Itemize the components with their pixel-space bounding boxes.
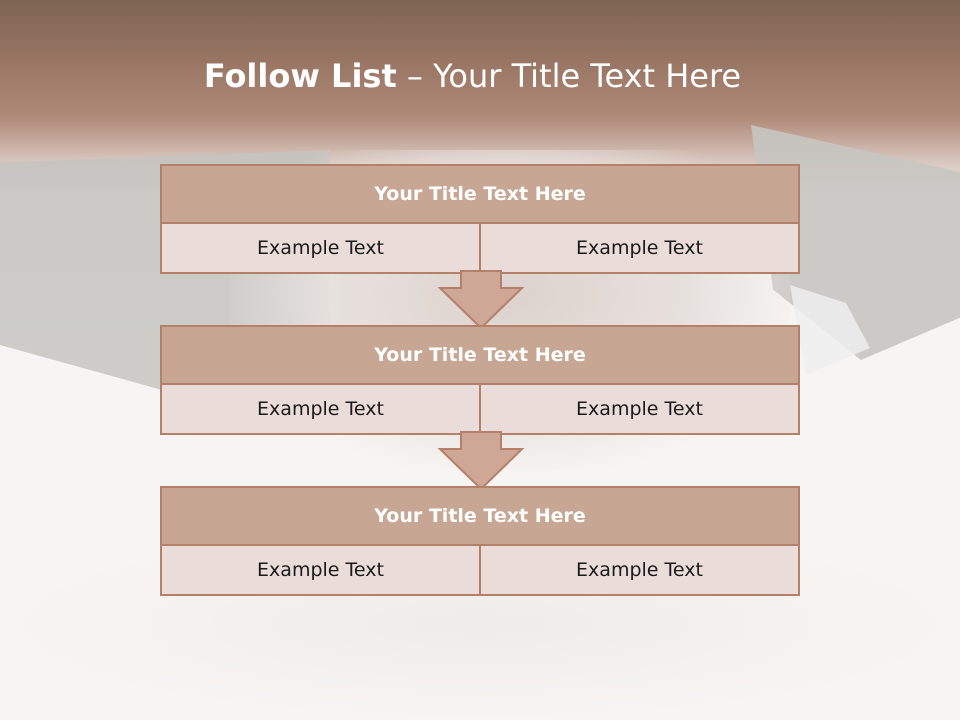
step-title-3: Your Title Text Here — [162, 488, 798, 546]
step-1-right-text: Example Text — [479, 224, 798, 272]
step-2-left-text: Example Text — [257, 398, 384, 420]
step-title-1: Your Title Text Here — [162, 166, 798, 224]
down-arrow-icon — [438, 270, 524, 330]
step-row-1: Example Text Example Text — [162, 224, 798, 272]
step-3-right-text: Example Text — [479, 546, 798, 594]
step-box-2: Your Title Text Here Example Text Exampl… — [160, 325, 800, 435]
step-2-right-text: Example Text — [479, 385, 798, 433]
step-box-3: Your Title Text Here Example Text Exampl… — [160, 486, 800, 596]
step-box-1: Your Title Text Here Example Text Exampl… — [160, 164, 800, 274]
slide-title-bold: Follow List — [203, 57, 397, 95]
down-arrow-icon — [438, 431, 524, 491]
step-1-left-text: Example Text — [257, 237, 384, 259]
slide-title: Follow List – Your Title Text Here — [0, 55, 945, 97]
step-row-3: Example Text Example Text — [162, 546, 798, 594]
step-3-left-text: Example Text — [257, 559, 384, 581]
slide-title-rest: – Your Title Text Here — [396, 57, 742, 95]
step-title-2: Your Title Text Here — [162, 327, 798, 385]
step-row-2: Example Text Example Text — [162, 385, 798, 433]
